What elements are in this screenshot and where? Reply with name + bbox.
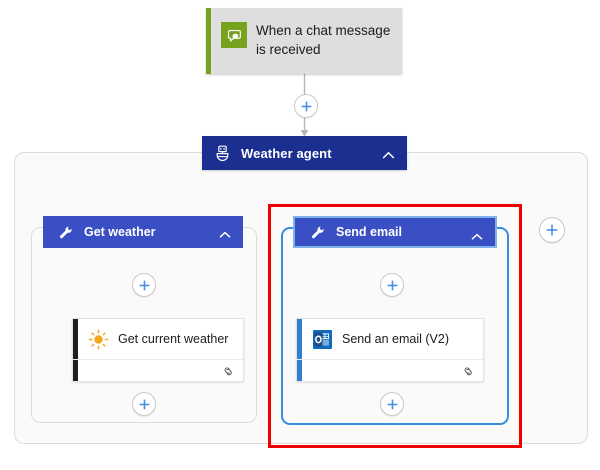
action-card-header: Get current weather — [73, 319, 243, 360]
tool-node-send-email[interactable]: Send email — [293, 216, 497, 248]
action-card-send-an-email-v2[interactable]: Send an email (V2) — [296, 318, 484, 382]
trigger-title-line2: is received — [256, 42, 321, 57]
chevron-up-icon[interactable] — [382, 147, 395, 165]
plus-send-email-after[interactable] — [380, 392, 404, 416]
chevron-up-icon[interactable] — [219, 226, 231, 244]
action-card-stripe — [297, 319, 302, 381]
chevron-up-icon[interactable] — [471, 228, 483, 246]
plus-get-weather-after[interactable] — [132, 392, 156, 416]
wrench-icon — [57, 224, 73, 240]
tool-node-label: Send email — [336, 225, 402, 239]
outlook-icon — [311, 328, 333, 350]
plus-send-email-before[interactable] — [380, 273, 404, 297]
action-card-get-current-weather[interactable]: Get current weather — [72, 318, 244, 382]
plus-get-weather-before[interactable] — [132, 273, 156, 297]
action-card-title: Get current weather — [118, 332, 229, 346]
action-card-footer — [73, 360, 243, 381]
action-card-stripe — [73, 319, 78, 381]
action-card-title: Send an email (V2) — [342, 332, 450, 346]
sun-icon — [87, 328, 109, 350]
trigger-title: When a chat message is received — [256, 21, 396, 59]
trigger-stripe — [206, 8, 211, 74]
tool-node-get-weather[interactable]: Get weather — [43, 216, 243, 248]
agent-node-weather-agent[interactable]: Weather agent — [202, 136, 407, 170]
chat-bubble-icon — [221, 22, 247, 48]
agent-node-label: Weather agent — [241, 145, 332, 161]
action-card-header: Send an email (V2) — [297, 319, 483, 360]
action-card-footer — [297, 360, 483, 381]
plus-add-tool[interactable] — [539, 217, 565, 243]
link-icon[interactable] — [461, 364, 475, 378]
agent-robot-icon — [213, 144, 231, 162]
trigger-card[interactable]: When a chat message is received — [206, 8, 402, 74]
trigger-title-line1: When a chat message — [256, 23, 391, 38]
link-icon[interactable] — [221, 364, 235, 378]
tool-node-label: Get weather — [84, 225, 156, 239]
plus-trigger-to-agent[interactable] — [294, 94, 318, 118]
wrench-icon — [309, 224, 325, 240]
